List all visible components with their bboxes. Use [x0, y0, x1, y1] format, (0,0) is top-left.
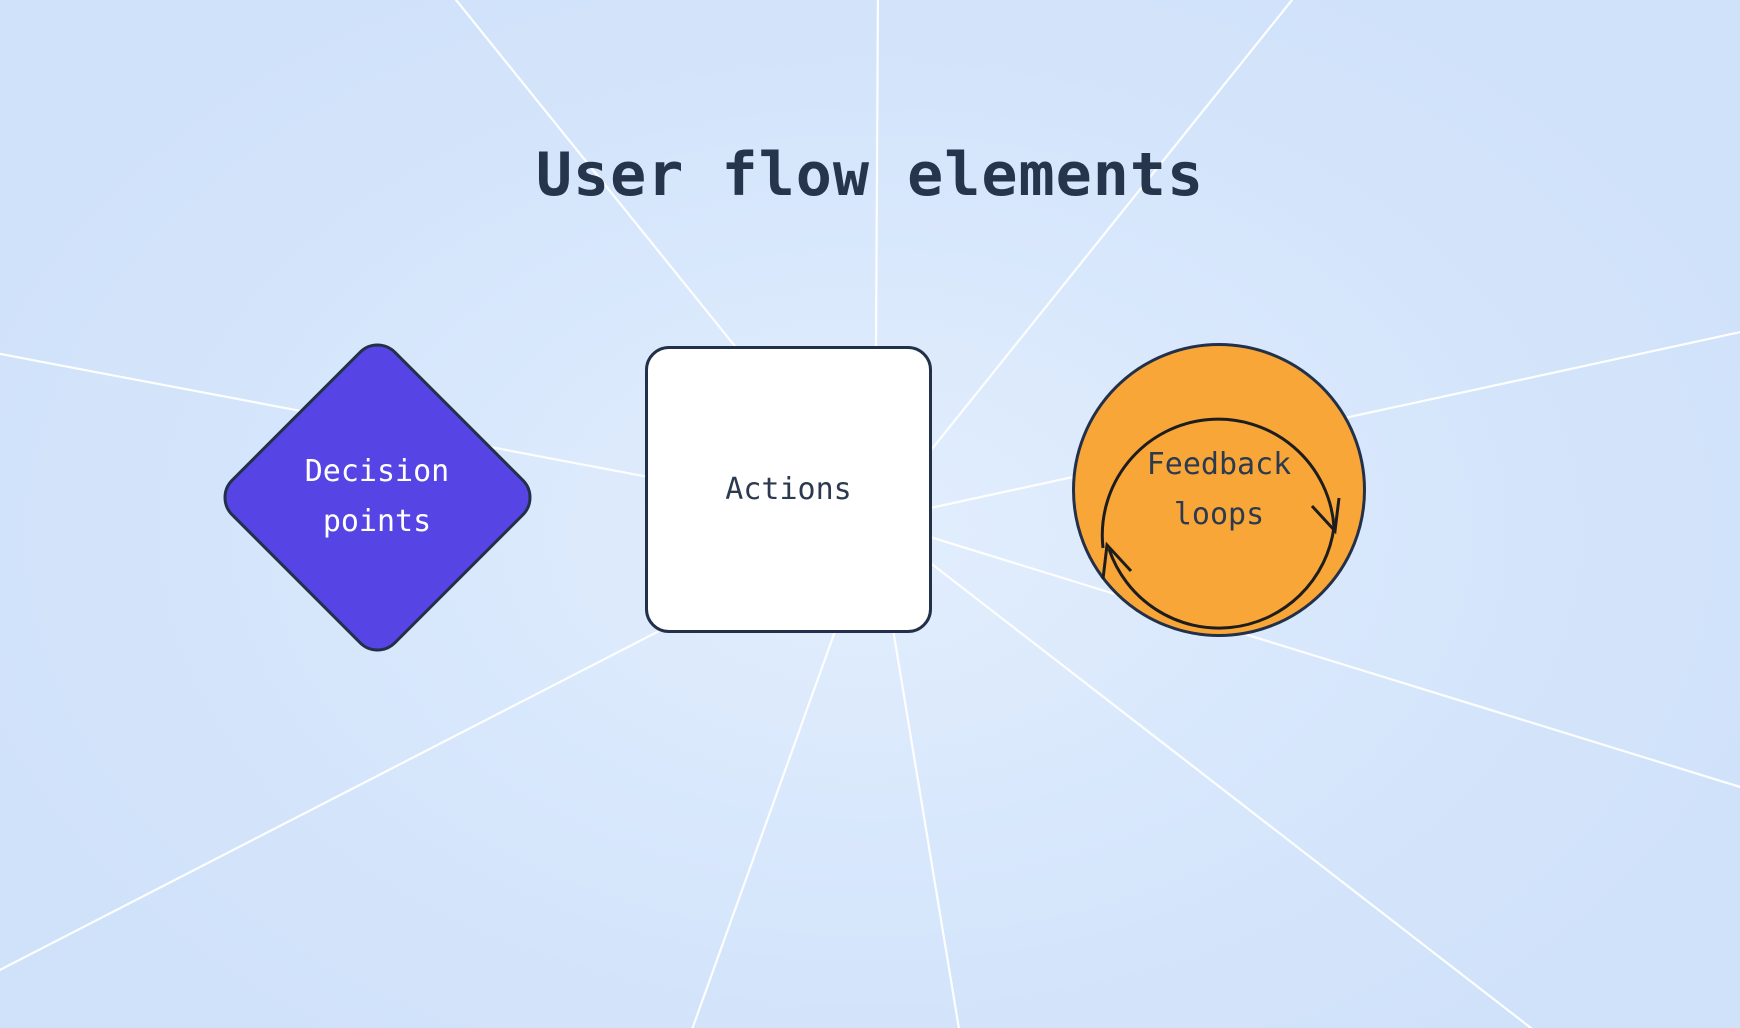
- circular-arrows-icon: [1100, 417, 1341, 630]
- page-title: User flow elements: [535, 140, 1205, 210]
- node-actions-label: Actions: [725, 471, 852, 507]
- circle-shape: [1072, 343, 1366, 637]
- node-decision-points-label: Decision points: [304, 454, 450, 539]
- rounded-rectangle-shape: [645, 346, 932, 633]
- node-feedback-loops-label: Feedback loops: [1146, 447, 1292, 532]
- node-decision-points[interactable]: Decision points: [212, 332, 542, 662]
- node-feedback-loops[interactable]: Feedback loops: [1072, 343, 1366, 637]
- node-actions[interactable]: Actions: [645, 346, 932, 633]
